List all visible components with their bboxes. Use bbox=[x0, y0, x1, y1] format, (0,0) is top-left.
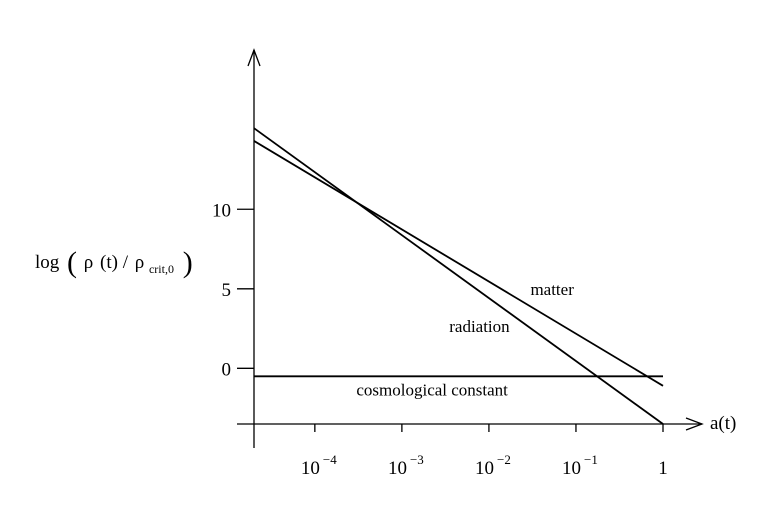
y-axis-label: log ( ρ (t) / ρ crit,0 ) bbox=[35, 246, 193, 279]
y-axis-label-denominator: ρ bbox=[135, 252, 144, 273]
series-lines bbox=[253, 127, 664, 425]
series-line-matter bbox=[253, 140, 664, 387]
x-axis-label: a(t) bbox=[710, 413, 736, 434]
x-tick-label: 10−3 bbox=[388, 452, 424, 479]
x-tick-label: 10−2 bbox=[475, 452, 511, 479]
y-axis-label-numerator: ρ bbox=[84, 252, 93, 273]
x-tick-label: 10−1 bbox=[562, 452, 598, 479]
y-axis-label-slash: / bbox=[123, 252, 129, 273]
x-axis-arrowhead bbox=[685, 417, 704, 431]
x-tick-label: 10−4 bbox=[301, 452, 337, 479]
series-label-radiation: radiation bbox=[449, 317, 510, 336]
series-label-matter: matter bbox=[530, 280, 574, 299]
y-tick-label: 10 bbox=[212, 200, 231, 221]
series-label-cosmological-constant: cosmological constant bbox=[356, 380, 508, 399]
y-axis-label-denominator-subscript: crit,0 bbox=[149, 262, 174, 276]
svg-text:log ( ρ (t): log ( ρ (t) / ρ crit,0 ) bbox=[35, 246, 193, 279]
series-labels: matter radiation cosmological constant bbox=[356, 280, 574, 399]
x-tick-label: 1 bbox=[658, 458, 668, 479]
y-axis-label-prefix: log bbox=[35, 252, 60, 273]
y-axis-label-numerator-arg: (t) bbox=[100, 252, 118, 273]
y-tick-label: 0 bbox=[222, 359, 232, 380]
y-axis-arrowhead bbox=[247, 48, 261, 67]
tick-marks bbox=[237, 208, 664, 432]
y-tick-label: 5 bbox=[222, 280, 232, 301]
series-line-radiation bbox=[253, 127, 664, 425]
